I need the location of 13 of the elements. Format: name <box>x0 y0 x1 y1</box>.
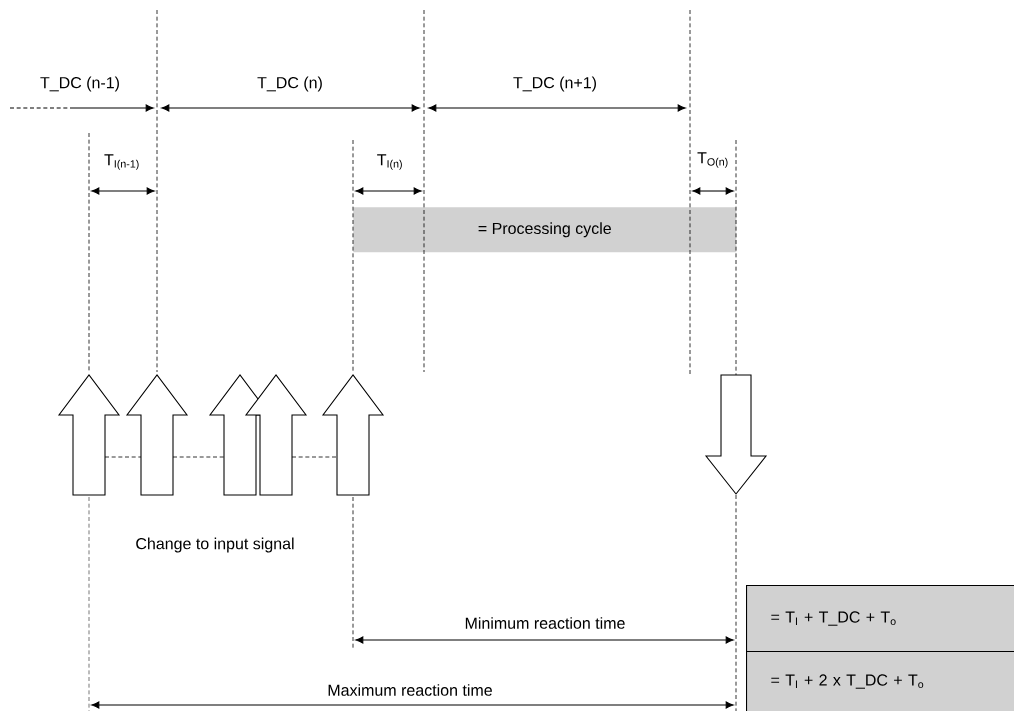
dimension-label: T$_{I(n-1)}$ <box>104 154 139 170</box>
dimension-label: T$_{I(n)}$ <box>377 154 402 170</box>
processing-cycle-band: = Processing cycle <box>353 207 737 253</box>
dimension-label: Change to input signal <box>136 537 294 553</box>
dimension-label: Maximum reaction time <box>328 684 492 696</box>
formula-cell: = T$_{I}$ + T_DC + T$_{o}$ <box>746 585 1014 653</box>
formula-cell: = T$_{I}$ + 2 x T_DC + T$_{o}$ <box>746 651 1014 711</box>
node-label: = T$_{I}$ + T_DC + T$_{o}$ <box>771 611 896 626</box>
dimension-label: T$_{O(n)}$ <box>697 152 728 168</box>
dimension-label: T_DC (n-1) <box>40 76 119 92</box>
dimension-label: Minimum reaction time <box>465 617 625 629</box>
dimension-label: T_DC (n) <box>257 76 322 92</box>
dimension-label: T_DC (n+1) <box>513 76 596 92</box>
